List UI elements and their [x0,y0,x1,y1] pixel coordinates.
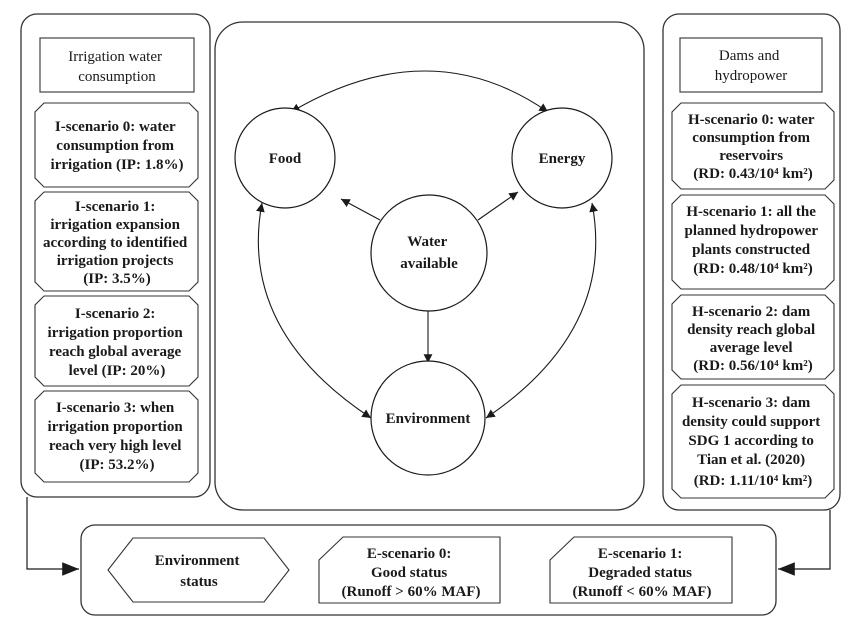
h-scenario-2-box: H-scenario 2: dam density reach global a… [671,294,835,380]
dams-header-box [679,37,823,93]
food-node: Food [234,107,336,209]
i-scenario-2-box: I-scenario 2: irrigation proportion reac… [34,295,199,387]
h-scenario-0-box: H-scenario 0: water consumption from res… [671,102,835,190]
nexus-panel: Food Energy Water available Environment [214,21,645,511]
svg-text:Environment status: Environment status [155,553,243,590]
dams-panel-frame [662,13,841,511]
svg-text:I-scenario 2: irrigati: I-scenario 2: irrigation proportion reac… [48,306,187,379]
svg-text:H-scenario 0: water co: H-scenario 0: water consumption from res… [688,112,818,182]
svg-text:Water available: Water available [400,234,458,272]
svg-text:E-scenario 1: Degraded: E-scenario 1: Degraded status (Runoff < … [573,546,712,600]
irrigation-panel-frame [20,13,211,498]
energy-node: Energy [511,107,613,209]
water-available-node: Water available [370,194,488,312]
arrow-food-energy [290,70,549,113]
svg-text:I-scenario 0: water co: I-scenario 0: water consumption from irr… [51,119,184,173]
e-scenario-1-box: E-scenario 1: Degraded status (Runoff < … [549,536,733,604]
arrow-food-environment [256,202,372,419]
dams-panel: Dams and hydropower H-scenario 0: water … [662,13,841,511]
e-scenario-0-box: E-scenario 0: Good status (Runoff > 60% … [318,536,501,604]
environment-status-label: Environment status [107,537,290,603]
arrow-water-food [340,198,381,221]
svg-text:Energy: Energy [539,151,586,167]
h-scenario-1-box: H-scenario 1: all the planned hydropower… [671,194,835,290]
svg-text:H-scenario 2: dam dens: H-scenario 2: dam density reach global a… [687,304,819,374]
i-scenario-0-box: I-scenario 0: water consumption from irr… [34,102,199,188]
svg-text:H-scenario 3: dam dens: H-scenario 3: dam density could support … [682,395,824,489]
irrigation-header-title: Irrigation water consumption [68,49,165,85]
svg-text:I-scenario 1: irrigati: I-scenario 1: irrigation expansion accor… [43,199,191,287]
arrow-water-energy [477,191,519,221]
svg-text:I-scenario 3: when irr: I-scenario 3: when irrigation proportion… [48,400,187,473]
i-scenario-1-box: I-scenario 1: irrigation expansion accor… [34,191,199,292]
svg-text:Environment: Environment [386,411,471,427]
irrigation-header-box [39,37,195,93]
h-scenario-3-box: H-scenario 3: dam density could support … [671,384,835,499]
dams-header-title: Dams and hydropower [715,48,787,84]
environment-status-frame [80,524,777,616]
svg-text:H-scenario 1: all the: H-scenario 1: all the planned hydropower… [685,204,822,277]
irrigation-panel: Irrigation water consumption I-scenario … [20,13,211,498]
environment-node: Environment [370,360,486,476]
arrow-energy-environment [485,202,598,419]
svg-text:E-scenario 0: Good sta: E-scenario 0: Good status (Runoff > 60% … [342,546,481,600]
environment-status-panel: Environment status E-scenario 0: Good st… [26,497,831,616]
i-scenario-3-box: I-scenario 3: when irrigation proportion… [34,390,199,483]
svg-text:Food: Food [269,151,302,167]
arrow-dams-to-status [778,510,831,576]
arrow-irrigation-to-status [26,497,79,576]
nexus-panel-frame [214,21,645,511]
